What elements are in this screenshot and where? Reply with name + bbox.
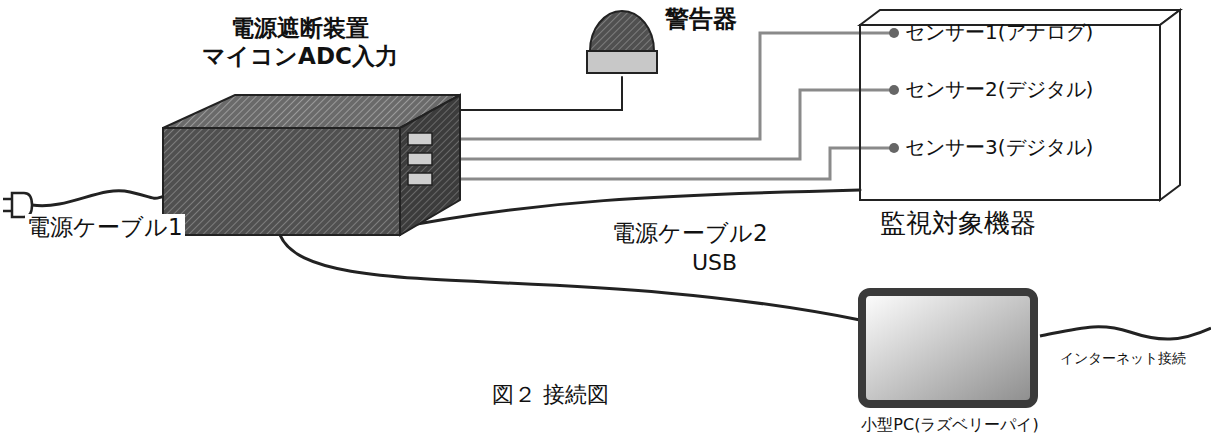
sensor-label: センサー1(アナログ): [905, 20, 1093, 44]
sensor-terminal: センサー1(アナログ): [889, 20, 1119, 46]
network-label: インターネット接続: [1058, 350, 1188, 367]
warning-label: 警告器: [665, 5, 737, 34]
usb-cable: [280, 235, 860, 320]
sensor-wire: [432, 33, 889, 139]
device-heading: 電源遮断装置 マイコンADC入力: [185, 15, 415, 70]
sensor-wire: [432, 90, 889, 159]
sensor-label: センサー2(デジタル): [905, 77, 1093, 101]
warning-light: 警告器: [585, 5, 741, 80]
figure-caption: 図２ 接続図: [490, 382, 611, 408]
terminal-dot: [889, 143, 899, 153]
sensor-terminal: センサー3(デジタル): [889, 135, 1119, 161]
sensor-wire: [432, 148, 889, 179]
small-pc: 小型PC(ラズベリーパイ): [855, 285, 1049, 445]
equipment-label: 監視対象機器: [880, 208, 1036, 239]
cable-label: 電源ケーブル1: [25, 214, 185, 242]
internet-cable: [1040, 327, 1211, 339]
power-cable: [32, 191, 165, 206]
cable-label: USB: [690, 250, 739, 276]
terminal-dot: [889, 28, 899, 38]
sensor-terminal: センサー2(デジタル): [889, 77, 1119, 103]
terminal-dot: [889, 85, 899, 95]
sensor-label: センサー3(デジタル): [905, 135, 1093, 159]
cable-label: 電源ケーブル2: [610, 220, 770, 248]
pc-label: 小型PC(ラズベリーパイ): [855, 415, 1045, 434]
power-cutoff-unit: 電源遮断装置 マイコンADC入力: [160, 15, 465, 240]
monitored-equipment: 監視対象機器 センサー1(アナログ) センサー2(デジタル) センサー3(デジタル): [855, 5, 1185, 245]
